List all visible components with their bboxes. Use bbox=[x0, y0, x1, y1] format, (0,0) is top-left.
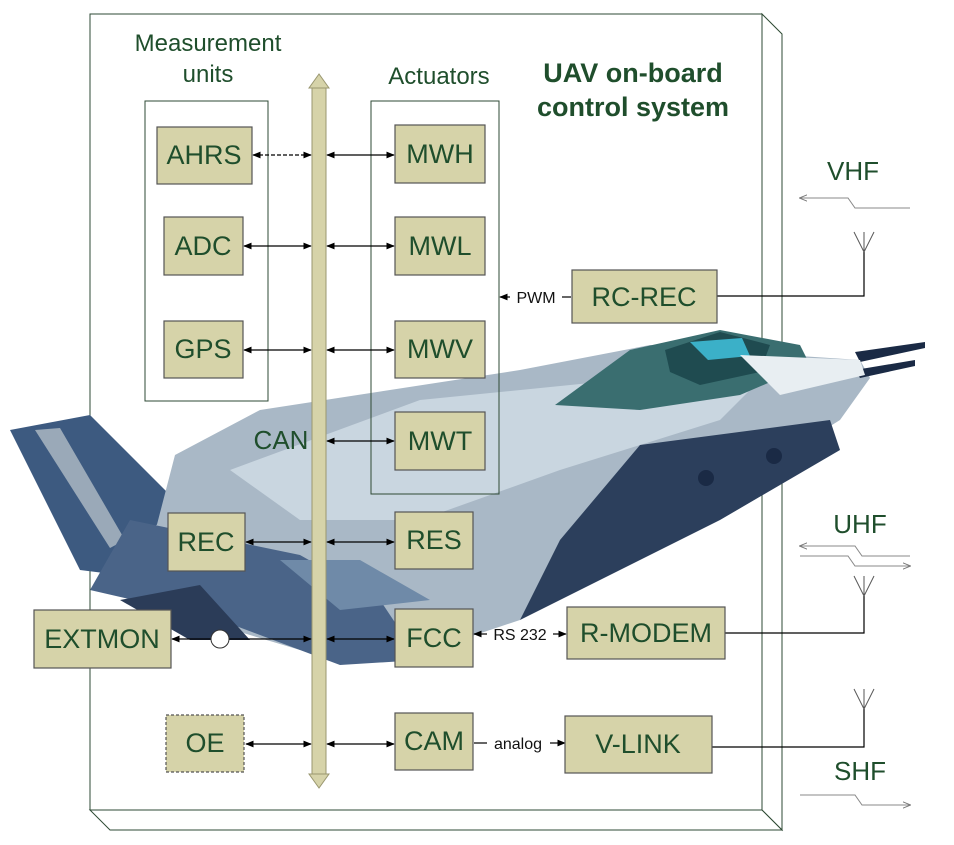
bus-connections bbox=[171, 151, 865, 748]
block-ahrs-label: AHRS bbox=[166, 140, 241, 170]
block-adc-label: ADC bbox=[174, 231, 231, 261]
block-res: RES bbox=[394, 511, 474, 570]
shf-label: SHF bbox=[834, 756, 886, 786]
block-rc-rec: RC-REC bbox=[571, 269, 718, 324]
block-mwh: MWH bbox=[394, 124, 486, 184]
block-cam: CAM bbox=[394, 712, 474, 771]
block-res-label: RES bbox=[406, 525, 462, 555]
measurement-units-label-line2: units bbox=[183, 61, 234, 88]
block-mwv-label: MWV bbox=[407, 334, 473, 364]
block-fcc-label: FCC bbox=[406, 623, 462, 653]
antenna-icon bbox=[853, 688, 875, 710]
block-rec: REC bbox=[167, 512, 246, 572]
block-r-modem-label: R-MODEM bbox=[580, 618, 712, 648]
block-mwh-label: MWH bbox=[406, 139, 473, 169]
block-mwl-label: MWL bbox=[409, 231, 472, 261]
rs232-label: RS 232 bbox=[493, 627, 546, 644]
measurement-units-frame bbox=[144, 100, 269, 402]
block-v-link: V-LINK bbox=[564, 715, 713, 774]
block-fcc: FCC bbox=[394, 608, 474, 668]
pwm-label: PWM bbox=[516, 290, 555, 307]
block-mwv: MWV bbox=[394, 320, 486, 379]
uhf-label: UHF bbox=[833, 509, 886, 539]
antenna-icon bbox=[853, 575, 875, 597]
block-extmon-label: EXTMON bbox=[44, 624, 160, 654]
shf-signal-icon bbox=[800, 794, 910, 805]
actuators-frame bbox=[370, 100, 500, 495]
block-extmon: EXTMON bbox=[33, 609, 172, 669]
block-mwt-label: MWT bbox=[408, 426, 472, 456]
block-ahrs: AHRS bbox=[156, 126, 253, 185]
diagram-title-line2: control system bbox=[537, 92, 729, 122]
block-mwl: MWL bbox=[394, 216, 486, 276]
block-rc-rec-label: RC-REC bbox=[592, 282, 697, 312]
antenna-icon bbox=[853, 231, 875, 253]
measurement-units-label-line1: Measurement bbox=[135, 30, 282, 57]
vhf-signal-icon bbox=[800, 198, 910, 209]
can-bus bbox=[308, 73, 330, 789]
block-oe: OE bbox=[165, 714, 245, 773]
uhf-signal-icon bbox=[800, 546, 910, 566]
block-gps: GPS bbox=[163, 320, 244, 379]
actuators-label: Actuators bbox=[388, 63, 489, 90]
block-cam-label: CAM bbox=[404, 726, 464, 756]
vhf-label: VHF bbox=[827, 156, 879, 186]
block-rec-label: REC bbox=[177, 527, 234, 557]
block-gps-label: GPS bbox=[174, 334, 231, 364]
can-bus-label: CAN bbox=[254, 425, 309, 455]
block-oe-label: OE bbox=[185, 728, 224, 758]
block-adc: ADC bbox=[163, 216, 244, 276]
block-v-link-label: V-LINK bbox=[595, 729, 681, 759]
diagram-title-line1: UAV on-board bbox=[543, 58, 722, 88]
analog-label: analog bbox=[494, 736, 542, 753]
block-r-modem: R-MODEM bbox=[566, 606, 726, 660]
block-mwt: MWT bbox=[394, 411, 486, 471]
